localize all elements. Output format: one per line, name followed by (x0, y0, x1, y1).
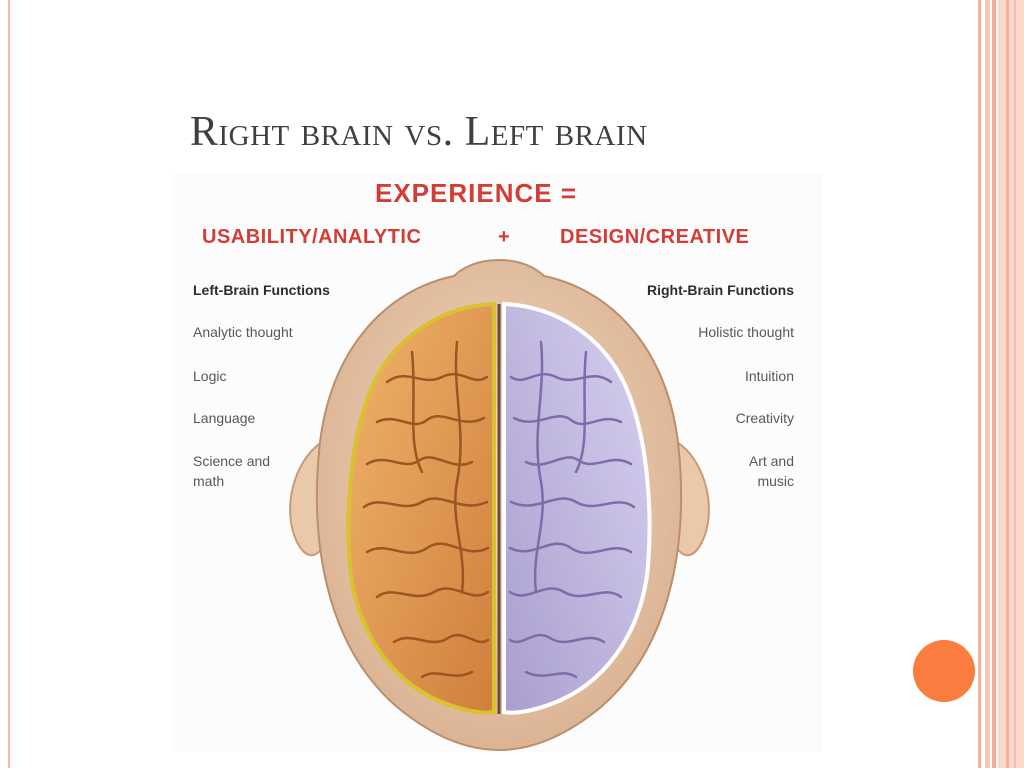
right-function-item: Art and music (748, 453, 794, 489)
left-border-rule (8, 0, 10, 768)
right-function-item: Intuition (744, 368, 794, 384)
right-hemisphere (502, 301, 652, 715)
left-function-item: Language (193, 410, 256, 426)
right-function-item: Holistic thought (698, 324, 794, 340)
left-brain-heading: Left-Brain Functions (193, 282, 330, 298)
figure-subhead-plus: + (498, 226, 510, 248)
brain-figure: EXPERIENCE = USABILITY/ANALYTIC + DESIGN… (172, 172, 822, 752)
right-border-stripe (978, 0, 981, 768)
right-ear (673, 440, 710, 557)
right-border-stripe (1006, 0, 1009, 768)
slide-title: Right brain vs. Left brain (190, 109, 648, 155)
left-hemisphere (346, 301, 496, 715)
left-ear (289, 440, 326, 557)
left-function-item: Science and math (193, 453, 271, 489)
figure-headline: EXPERIENCE = (375, 178, 578, 208)
right-brain-heading: Right-Brain Functions (647, 282, 794, 298)
right-border-stripe (1014, 0, 1016, 768)
orange-accent-dot (913, 640, 975, 702)
brain-illustration (289, 258, 710, 752)
left-function-item: Logic (193, 368, 227, 384)
figure-subhead-right: DESIGN/CREATIVE (560, 226, 750, 248)
left-function-item: Analytic thought (193, 324, 293, 340)
right-border-stripe (985, 0, 990, 768)
figure-subhead-left: USABILITY/ANALYTIC (202, 226, 422, 248)
right-function-item: Creativity (735, 410, 794, 426)
right-border-band (998, 0, 1024, 768)
right-border-stripe (992, 0, 996, 768)
